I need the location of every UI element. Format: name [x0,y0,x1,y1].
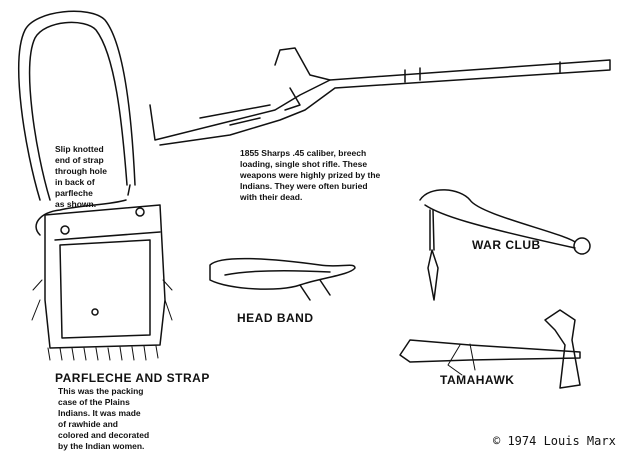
rifle-drawing [149,47,611,146]
note-line: with their dead. [240,192,303,202]
note-line: This was the packing [58,386,144,396]
note-line: through hole [55,166,107,176]
strap-drawing [18,10,136,236]
note-line: case of the Plains [58,397,130,407]
parfleche-drawing [31,204,173,361]
note-line: colored and decorated [58,430,150,440]
headband-drawing [209,257,356,301]
war-club-drawing [419,189,591,301]
note-line: loading, single shot rifle. These [240,159,368,169]
note-line: in back of [55,177,95,187]
note-line: of rawhide and [58,419,118,429]
note-line: weapons were highly prized by the [240,170,381,180]
tamahawk-drawing [399,309,581,389]
note-line: by the Indian women. [58,441,145,451]
note-line: Indians. They were often buried [240,181,368,191]
war-club-label: WAR CLUB [472,238,541,252]
strap-note: Slip knotted end of strap through hole i… [55,144,107,210]
note-line: Indians. It was made [58,408,141,418]
copyright: © 1974 Louis Marx [493,434,616,448]
note-line: 1855 Sharps .45 caliber, breech [240,148,367,158]
head-band-label: HEAD BAND [237,311,314,325]
note-line: end of strap [55,155,104,165]
note-line: as shown. [55,199,97,209]
note-line: Slip knotted [55,144,104,154]
rifle-note: 1855 Sharps .45 caliber, breech loading,… [240,148,380,203]
parfleche-label: PARFLECHE AND STRAP [55,371,210,385]
note-line: parfleche [55,188,93,198]
parfleche-note: This was the packing case of the Plains … [58,386,149,452]
tamahawk-label: TAMAHAWK [440,373,515,387]
